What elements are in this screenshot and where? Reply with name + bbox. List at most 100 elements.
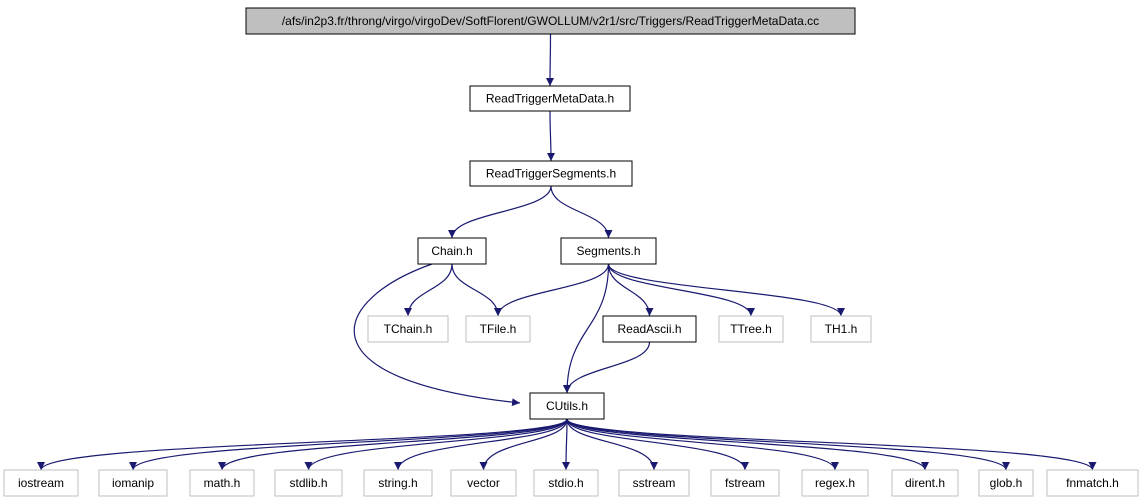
node-label: sstream <box>633 476 676 490</box>
node-box <box>469 85 631 112</box>
node-box <box>533 469 599 497</box>
edge-cutils_h-to-fstream <box>566 418 749 471</box>
node-chain-h[interactable]: Chain.h <box>417 237 487 265</box>
node-label: iostream <box>18 476 64 490</box>
node-label: dirent.h <box>905 476 945 490</box>
node-box <box>450 469 517 497</box>
node-tfile-h: TFile.h <box>465 315 531 343</box>
node-box <box>529 392 605 420</box>
node-iomanip: iomanip <box>98 469 168 497</box>
node-box <box>465 315 531 343</box>
edge-cutils_h-to-vector <box>479 418 568 471</box>
edge-segments_h-to-cutils_h <box>563 263 610 394</box>
node-stdio-h: stdio.h <box>533 469 599 497</box>
edge-cutils_h-to-stdio_h <box>562 418 571 471</box>
node-label: regex.h <box>815 476 855 490</box>
node-label: TH1.h <box>825 322 858 336</box>
node-string-h: string.h <box>363 469 433 497</box>
node-box <box>560 237 657 265</box>
node-box <box>602 315 697 343</box>
node-fnmatch-h: fnmatch.h <box>1046 469 1139 497</box>
node-label: iomanip <box>112 476 154 490</box>
edge-cutils_h-to-fnmatch_h <box>566 418 1097 471</box>
node-box <box>801 469 869 497</box>
node-label: math.h <box>204 476 241 490</box>
node-box <box>710 469 780 497</box>
node-label: ReadTriggerSegments.h <box>486 167 616 181</box>
edge-segments_h-to-readascii_h <box>607 263 654 317</box>
edge-cutils_h-to-math_h <box>218 418 568 471</box>
edge-chain_h-to-cutils_h <box>353 263 521 407</box>
node-th1-h: TH1.h <box>810 315 872 343</box>
node-box <box>718 315 784 343</box>
edge-cutils_h-to-glob_h <box>566 418 1010 471</box>
node-label: ReadAscii.h <box>617 322 681 336</box>
node-readtriggermetadata-h[interactable]: ReadTriggerMetaData.h <box>469 85 631 112</box>
node-box <box>618 469 690 497</box>
node-ttree-h: TTree.h <box>718 315 784 343</box>
node-label: stdlib.h <box>289 476 327 490</box>
edge-cutils_h-to-iomanip <box>129 418 568 471</box>
node-box <box>274 469 343 497</box>
edge-cutils_h-to-regex_h <box>566 418 839 471</box>
node-label: glob.h <box>990 476 1023 490</box>
node-box <box>417 237 487 265</box>
node-box <box>978 469 1034 497</box>
edge-root-to-readtriggermetadata_h <box>546 33 555 87</box>
node-box <box>469 160 633 187</box>
edge-readtriggermetadata_h-to-readtriggersegments_h <box>546 110 555 162</box>
node-box <box>245 7 856 35</box>
node-root[interactable]: /afs/in2p3.fr/throng/virgo/virgoDev/Soft… <box>245 7 856 35</box>
node-sstream: sstream <box>618 469 690 497</box>
node-regex-h: regex.h <box>801 469 869 497</box>
edge-cutils_h-to-iostream <box>37 418 568 471</box>
node-label: ReadTriggerMetaData.h <box>486 92 614 106</box>
node-vector: vector <box>450 469 517 497</box>
node-label: TChain.h <box>384 322 433 336</box>
edge-chain_h-to-tchain_h <box>404 263 453 317</box>
node-box <box>891 469 959 497</box>
edge-segments_h-to-tfile_h <box>494 263 610 317</box>
node-label: stdio.h <box>548 476 583 490</box>
node-label: fstream <box>725 476 765 490</box>
node-glob-h: glob.h <box>978 469 1034 497</box>
node-label: /afs/in2p3.fr/throng/virgo/virgoDev/Soft… <box>282 14 819 28</box>
node-readascii-h[interactable]: ReadAscii.h <box>602 315 697 343</box>
node-dirent-h: dirent.h <box>891 469 959 497</box>
node-segments-h[interactable]: Segments.h <box>560 237 657 265</box>
edge-readtriggersegments_h-to-chain_h <box>448 185 552 239</box>
edge-readascii_h-to-cutils_h <box>563 341 651 394</box>
node-fstream: fstream <box>710 469 780 497</box>
nodes-layer: /afs/in2p3.fr/throng/virgo/virgoDev/Soft… <box>3 7 1139 497</box>
node-box <box>367 315 449 343</box>
edge-chain_h-to-tfile_h <box>451 263 502 317</box>
node-label: vector <box>467 476 500 490</box>
node-label: Segments.h <box>576 244 640 258</box>
node-box <box>1046 469 1139 497</box>
node-iostream: iostream <box>3 469 79 497</box>
node-box <box>363 469 433 497</box>
node-stdlib-h: stdlib.h <box>274 469 343 497</box>
edges-layer <box>37 33 1097 471</box>
node-tchain-h: TChain.h <box>367 315 449 343</box>
edge-segments_h-to-th1_h <box>607 263 845 317</box>
node-label: Chain.h <box>431 244 472 258</box>
node-label: fnmatch.h <box>1066 476 1119 490</box>
node-box <box>189 469 255 497</box>
node-box <box>98 469 168 497</box>
node-readtriggersegments-h[interactable]: ReadTriggerSegments.h <box>469 160 633 187</box>
edge-cutils_h-to-dirent_h <box>566 418 929 471</box>
node-math-h: math.h <box>189 469 255 497</box>
edge-readtriggersegments_h-to-segments_h <box>550 185 613 239</box>
node-label: TFile.h <box>480 322 517 336</box>
node-cutils-h[interactable]: CUtils.h <box>529 392 605 420</box>
node-label: CUtils.h <box>546 399 588 413</box>
node-label: TTree.h <box>730 322 772 336</box>
edge-cutils_h-to-stdlib_h <box>304 418 568 471</box>
edge-segments_h-to-ttree_h <box>607 263 755 317</box>
edge-cutils_h-to-string_h <box>394 418 568 471</box>
edge-cutils_h-to-sstream <box>566 418 658 471</box>
node-box <box>810 315 872 343</box>
node-label: string.h <box>378 476 417 490</box>
